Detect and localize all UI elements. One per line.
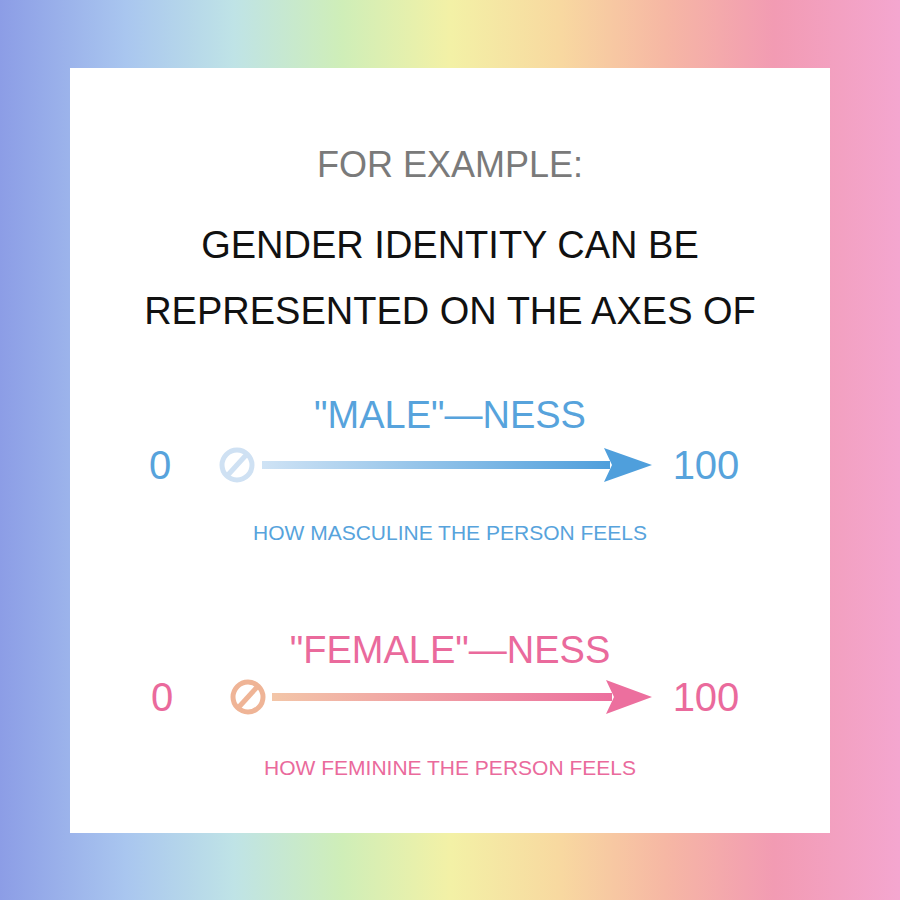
- axis-caption: HOW MASCULINE THE PERSON FEELS: [253, 521, 647, 545]
- intro-text: FOR EXAMPLE:: [317, 144, 583, 186]
- male-axis: [222, 448, 652, 482]
- null-symbol: [233, 682, 263, 712]
- axis-title: "MALE"—NESS: [314, 394, 586, 437]
- axis-max: 100: [673, 443, 740, 488]
- arrow-head: [604, 448, 652, 482]
- axis-caption: HOW FEMININE THE PERSON FEELS: [264, 756, 636, 780]
- female-axis: [233, 680, 652, 714]
- heading: GENDER IDENTITY CAN BE REPRESENTED ON TH…: [110, 212, 790, 344]
- null-symbol: [222, 450, 252, 480]
- null-slash: [238, 686, 258, 708]
- axis-max: 100: [673, 675, 740, 720]
- axis-min: 0: [151, 675, 173, 720]
- null-slash: [227, 454, 247, 476]
- axis-line: [272, 693, 612, 701]
- axis-title: "FEMALE"—NESS: [290, 629, 611, 672]
- axis-line: [262, 461, 610, 469]
- arrow-head: [606, 680, 652, 714]
- axis-min: 0: [149, 443, 171, 488]
